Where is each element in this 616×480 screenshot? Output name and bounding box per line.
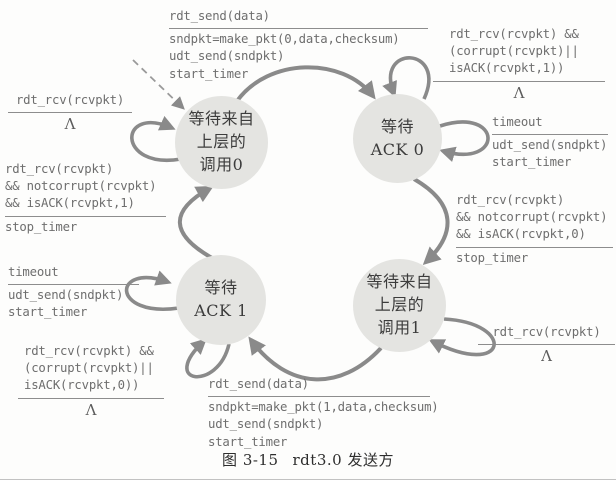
state-wait-ack-0: 等待 ACK 0 (353, 94, 442, 183)
event-text: isACK(rcvpkt,1)) (449, 61, 565, 76)
event-action-divider (5, 215, 166, 217)
state-label-line: 等待来自 (188, 109, 255, 129)
state-label-line: 等待 (380, 116, 414, 136)
state-label-line: 等待 (204, 278, 238, 298)
state-label-line: ACK 1 (194, 301, 248, 320)
event-action-divider (18, 397, 164, 399)
transition-label-ignore-rcv-call-1: rdt_rcv(rcvpkt) Λ (478, 324, 615, 366)
figure-caption-number: 图 3-15 (222, 451, 279, 469)
event-text: isACK(rcvpkt,0)) (24, 378, 140, 393)
transition-label-ignore-rcv-call-0: rdt_rcv(rcvpkt) Λ (8, 92, 132, 134)
event-text: rdt_rcv(rcvpkt) (15, 93, 125, 107)
event-text: rdt_rcv(rcvpkt) (5, 162, 114, 176)
state-label-line: 上层的 (374, 295, 425, 315)
event-text: rdt_rcv(rcvpkt) && (449, 27, 579, 41)
action-text: start_timer (169, 66, 249, 81)
action-text: udt_send(sndpkt) (208, 417, 324, 432)
event-text: rdt_rcv(rcvpkt) && (24, 344, 154, 358)
transition-label-ack1-ok: rdt_rcv(rcvpkt) && notcorrupt(rcvpkt) &&… (5, 161, 166, 236)
state-wait-call-0: 等待来自 上层的 调用0 (175, 96, 268, 189)
transition-label-send-1: rdt_send(data) sndpkt=make_pkt(1,data,ch… (208, 376, 439, 451)
action-text: udt_send(sndpkt) (8, 288, 124, 303)
state-label-line: 调用0 (199, 154, 244, 174)
self-loop-ignore-rcv-call-0 (130, 115, 182, 163)
state-wait-call-1: 等待来自 上层的 调用1 (353, 259, 446, 352)
self-loop-corrupt-ack-0 (382, 56, 431, 100)
self-loop-corrupt-ack-1 (185, 338, 231, 379)
self-loop-timeout-ack-0 (439, 120, 490, 162)
transition-label-corrupt-ack-1: rdt_rcv(rcvpkt) && (corrupt(rcvpkt)|| is… (18, 343, 164, 419)
event-text: (corrupt(rcvpkt)|| (449, 44, 579, 59)
event-action-divider (169, 28, 428, 30)
action-text: start_timer (492, 155, 572, 170)
action-text: stop_timer (5, 219, 78, 234)
state-label-line: 等待来自 (366, 272, 433, 292)
event-text: rdt_rcv(rcvpkt) (456, 193, 565, 207)
arc-ack0-received (412, 177, 450, 266)
action-text: Λ (85, 400, 97, 419)
transition-label-corrupt-ack-0: rdt_rcv(rcvpkt) && (corrupt(rcvpkt)|| is… (433, 26, 605, 102)
state-label-line: 上层的 (196, 132, 247, 152)
state-label-line: ACK 0 (370, 139, 425, 159)
event-text: rdt_send(data) (169, 9, 270, 23)
arc-ack1-received (178, 185, 214, 260)
transition-label-timeout-ack-1: timeout udt_send(sndpkt) start_timer (8, 264, 139, 322)
event-action-divider (492, 134, 608, 136)
event-text: && isACK(rcvpkt,1) (5, 196, 135, 211)
event-text: rdt_send(data) (208, 377, 309, 391)
action-text: Λ (64, 115, 76, 134)
action-text: start_timer (208, 434, 288, 449)
event-text: timeout (8, 265, 59, 279)
event-text: rdt_rcv(rcvpkt) (492, 325, 601, 339)
event-text: && notcorrupt(rcvpkt) (5, 179, 157, 194)
figure-caption: 图 3-15 rdt3.0 发送方 (0, 449, 616, 470)
action-text: sndpkt=make_pkt(0,data,checksum) (169, 32, 400, 47)
event-action-divider (8, 284, 139, 286)
transition-label-timeout-ack-0: timeout udt_send(sndpkt) start_timer (492, 114, 608, 172)
state-label-line: 调用1 (377, 317, 422, 337)
event-action-divider (478, 344, 615, 346)
event-text: timeout (492, 115, 543, 129)
event-action-divider (208, 396, 430, 398)
arc-send-1 (248, 336, 383, 382)
action-text: Λ (541, 347, 552, 366)
transition-label-ack0-ok: rdt_rcv(rcvpkt) && notcorrupt(rcvpkt) &&… (456, 192, 613, 267)
event-action-divider (8, 112, 132, 114)
action-text: sndpkt=make_pkt(1,data,checksum) (208, 400, 439, 415)
arc-send-0 (235, 65, 376, 103)
event-action-divider (456, 246, 613, 248)
transition-label-send-0: rdt_send(data) sndpkt=make_pkt(0,data,ch… (169, 8, 428, 83)
self-loop-timeout-ack-1 (124, 270, 180, 311)
action-text: udt_send(sndpkt) (492, 138, 608, 153)
self-loop-ignore-rcv-call-1 (428, 317, 496, 357)
event-text: && isACK(rcvpkt,0) (456, 227, 586, 242)
action-text: Λ (513, 83, 525, 102)
event-text: && notcorrupt(rcvpkt) (456, 210, 608, 225)
state-wait-ack-1: 等待 ACK 1 (176, 255, 266, 345)
action-text: udt_send(sndpkt) (169, 49, 285, 64)
action-text: stop_timer (456, 250, 529, 265)
event-text: (corrupt(rcvpkt)|| (24, 361, 154, 376)
action-text: start_timer (8, 305, 88, 320)
event-action-divider (433, 80, 605, 82)
figure-caption-title: rdt3.0 发送方 (292, 451, 394, 469)
